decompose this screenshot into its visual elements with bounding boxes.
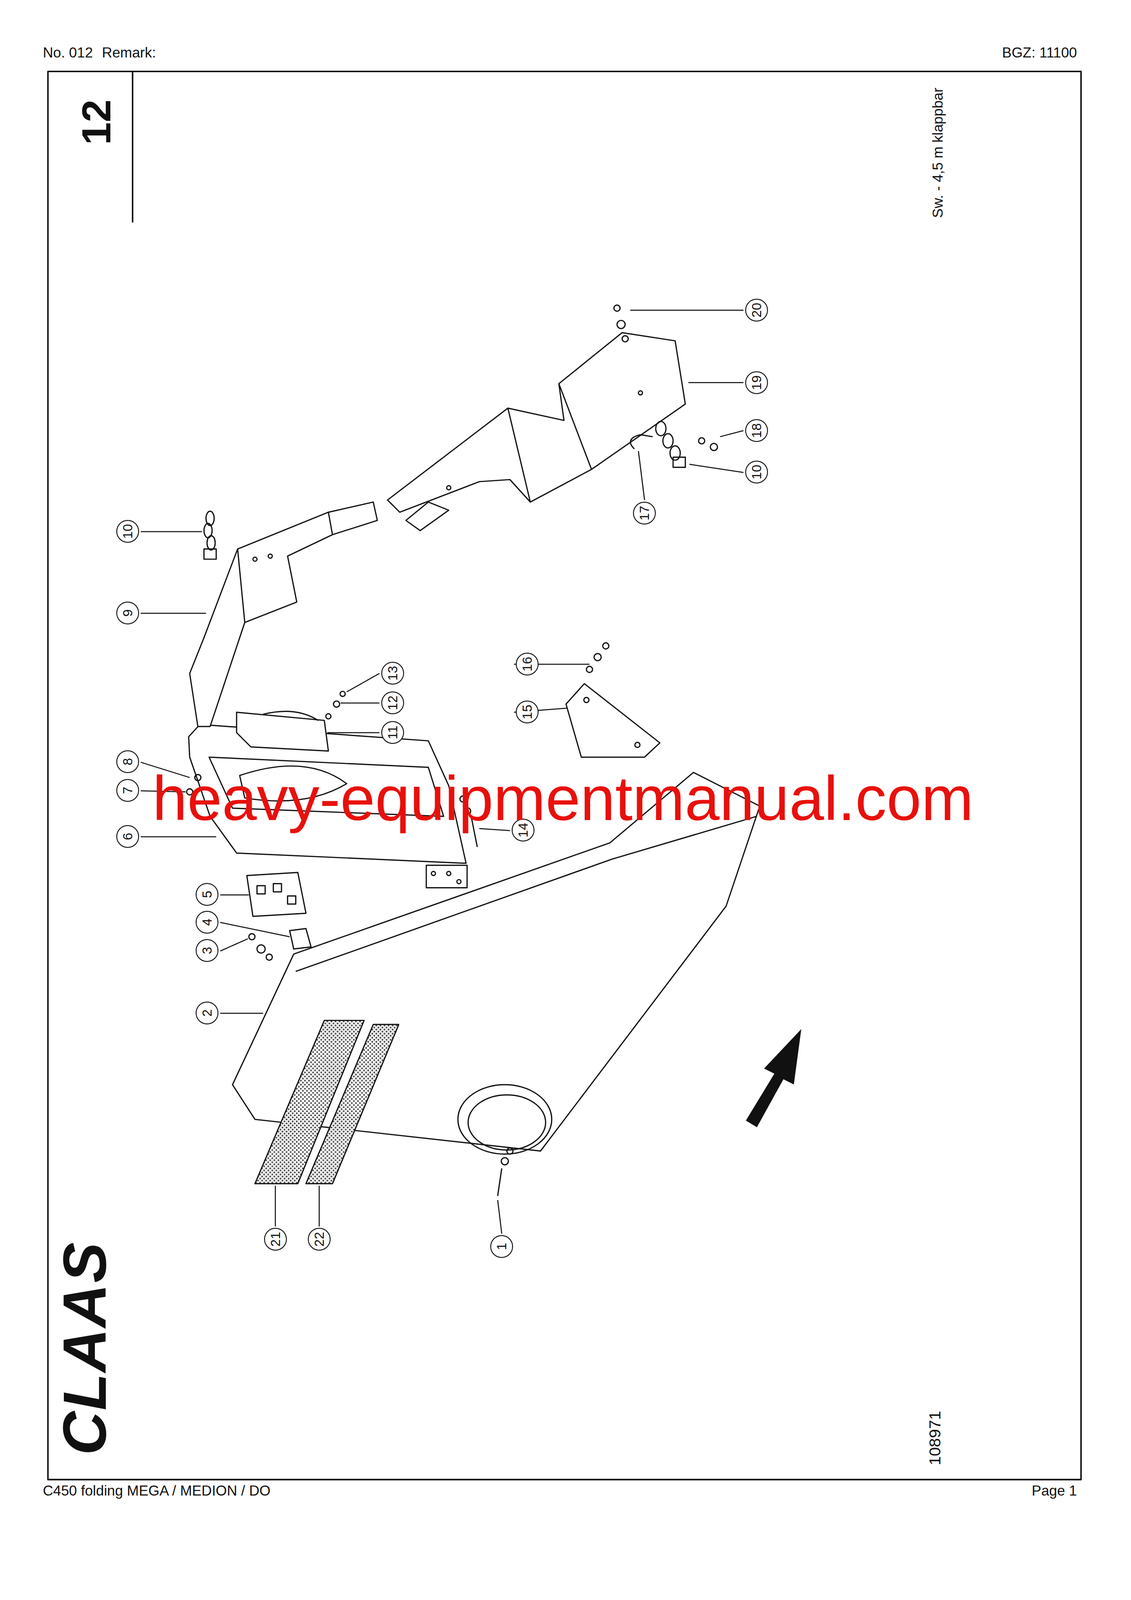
model-name: C450 folding MEGA / MEDION / DO	[42, 1483, 271, 1499]
callout-number: 17	[632, 501, 656, 525]
callout-number: 10	[745, 460, 768, 484]
callout-number: 3	[195, 939, 219, 962]
callout-number: 1	[490, 1234, 514, 1258]
callout-number: 7	[116, 778, 140, 802]
callout-number: 16	[515, 652, 539, 676]
sheet-number: No. 012	[42, 46, 94, 61]
callout-number: 9	[116, 601, 140, 625]
callout-number: 13	[381, 661, 405, 685]
page-number: Page 1	[1031, 1483, 1077, 1499]
callout-number: 18	[745, 419, 768, 442]
callout-number: 2	[195, 1001, 219, 1025]
callout-number: 21	[264, 1227, 287, 1251]
callout-number: 11	[381, 721, 405, 744]
watermark: heavy-equipmentmanual.com	[152, 767, 974, 830]
group-code: BGZ: 11100	[1001, 46, 1077, 61]
callout-number: 12	[381, 691, 405, 715]
variant-note: Sw. - 4,5 m klappbar	[931, 88, 946, 218]
callout-number: 4	[195, 910, 219, 934]
callout-number: 6	[116, 824, 140, 848]
callout-number: 5	[195, 882, 219, 906]
remark-field: Remark:	[102, 46, 156, 61]
callout-number: 20	[745, 298, 768, 322]
callout-number: 10	[116, 519, 140, 543]
callout-number: 15	[515, 700, 539, 724]
drawing-number: 108971	[927, 1410, 944, 1465]
brand-logo: CLAAS	[54, 1241, 115, 1456]
callout-number: 22	[307, 1227, 331, 1251]
callout-number: 8	[116, 750, 140, 774]
callout-number: 19	[745, 371, 768, 395]
figure-number: 12	[76, 99, 118, 146]
